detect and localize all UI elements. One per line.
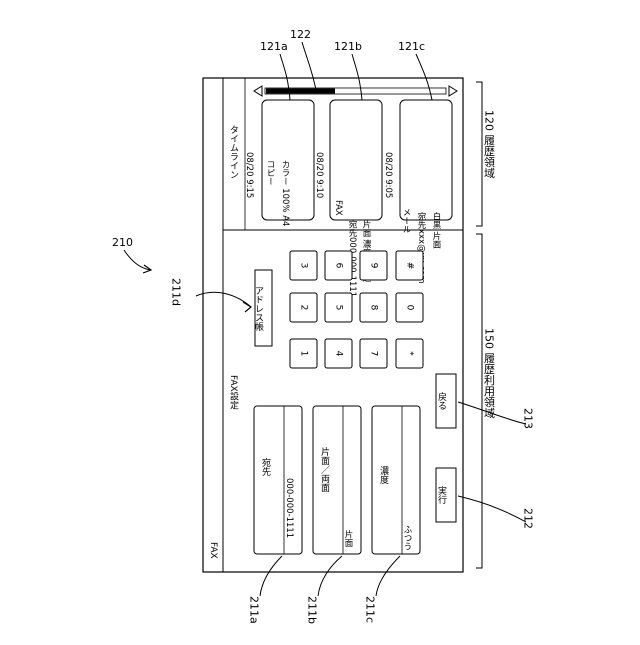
ref-card-a: 121a bbox=[260, 40, 288, 53]
leader-scrollbar bbox=[302, 42, 316, 90]
screen-title: FAX bbox=[208, 542, 218, 559]
ref-card-c: 121c bbox=[398, 40, 425, 53]
keypad-key[interactable]: 5 bbox=[325, 293, 352, 322]
keypad-key-label: 0 bbox=[405, 305, 415, 311]
keypad-key[interactable]: * bbox=[396, 339, 423, 368]
field-value: ふつう bbox=[402, 525, 412, 551]
keypad-key-label: 6 bbox=[334, 263, 344, 269]
history-time: 08/20 9:15 bbox=[244, 152, 254, 198]
leader-field-c bbox=[376, 556, 400, 596]
ref-back: 213 bbox=[522, 408, 535, 429]
keypad-key[interactable]: 3 bbox=[290, 251, 317, 280]
history-detail-extra: 白黒 片面 bbox=[431, 211, 441, 249]
leader-field-a bbox=[260, 556, 282, 596]
keypad-key-label: 7 bbox=[369, 351, 379, 357]
history-detail: カラー 100% A4 bbox=[280, 160, 290, 226]
scroll-thumb[interactable] bbox=[266, 89, 335, 94]
keypad-key-label: 8 bbox=[369, 305, 379, 311]
keypad-key-label: # bbox=[405, 262, 415, 270]
history-use-area-label: 150 履歴利用領域 bbox=[483, 328, 496, 419]
keypad-key[interactable]: 8 bbox=[360, 293, 387, 322]
keypad-key[interactable]: 0 bbox=[396, 293, 423, 322]
keypad-key-label: 5 bbox=[334, 305, 344, 311]
history-job-type: コピー bbox=[265, 160, 275, 186]
history-area-label: 120 履歴領域 bbox=[483, 110, 496, 179]
keypad-key-label: 3 bbox=[299, 263, 309, 269]
execute-button[interactable]: 実行 bbox=[436, 468, 456, 522]
keypad-key[interactable]: 4 bbox=[325, 339, 352, 368]
ref-scrollbar: 122 bbox=[290, 28, 311, 41]
ref-execute: 212 bbox=[522, 508, 535, 529]
figure-number: 210 bbox=[112, 236, 133, 249]
field-label: 濃度 bbox=[378, 465, 389, 485]
field-value: 片面 bbox=[343, 529, 353, 548]
leader-execute bbox=[458, 496, 526, 522]
leader-field-b bbox=[318, 556, 342, 596]
scroll-right-arrow[interactable] bbox=[449, 86, 457, 96]
scroll-left-arrow[interactable] bbox=[254, 86, 262, 96]
keypad-key-label: 2 bbox=[299, 305, 309, 311]
ref-field-a: 211a bbox=[248, 596, 261, 624]
svg-text:実行: 実行 bbox=[436, 485, 447, 505]
keypad-key-label: 1 bbox=[299, 351, 309, 357]
history-job-type: FAX bbox=[333, 200, 343, 216]
history-time: 08/20 9:10 bbox=[314, 152, 324, 198]
keypad-key-label: 9 bbox=[369, 263, 379, 269]
field-value: 000-000-1111 bbox=[284, 478, 294, 538]
svg-text:アドレス帳: アドレス帳 bbox=[253, 286, 264, 332]
field-label: 宛先 bbox=[260, 457, 271, 477]
timeline-scrollbar[interactable] bbox=[254, 86, 457, 96]
keypad-key-label: * bbox=[405, 351, 415, 356]
keypad-key-label: 4 bbox=[334, 351, 344, 357]
settings-heading: FAX設定 bbox=[228, 375, 239, 411]
keypad-key[interactable]: 1 bbox=[290, 339, 317, 368]
field-destination[interactable]: 宛先 000-000-1111 bbox=[254, 406, 302, 554]
field-label: 片面／両面 bbox=[319, 446, 330, 493]
history-time: 08/20 9:05 bbox=[383, 152, 393, 198]
keypad-key[interactable]: 7 bbox=[360, 339, 387, 368]
history-use-area-bracket bbox=[476, 234, 482, 568]
svg-text:戻る: 戻る bbox=[436, 391, 447, 410]
keypad-key[interactable]: # bbox=[396, 251, 423, 280]
field-duplex[interactable]: 片面／両面 片面 bbox=[313, 406, 361, 554]
keypad-key[interactable]: 9 bbox=[360, 251, 387, 280]
keypad-key[interactable]: 2 bbox=[290, 293, 317, 322]
field-density[interactable]: 濃度 ふつう bbox=[372, 406, 420, 554]
ref-card-b: 121b bbox=[334, 40, 362, 53]
ref-field-c: 211c bbox=[364, 596, 377, 623]
ref-field-b: 211b bbox=[306, 596, 319, 624]
history-card-copy[interactable]: 08/20 9:15 コピー カラー 100% A4 bbox=[244, 100, 314, 226]
address-book-button[interactable]: アドレス帳 bbox=[253, 270, 272, 346]
back-button[interactable]: 戻る bbox=[436, 374, 456, 428]
ref-address-book: 211d bbox=[170, 278, 183, 306]
history-job-type: メール bbox=[401, 208, 411, 234]
timeline-header: タイムライン bbox=[228, 125, 239, 179]
history-area-bracket bbox=[476, 82, 482, 226]
keypad-key[interactable]: 6 bbox=[325, 251, 352, 280]
